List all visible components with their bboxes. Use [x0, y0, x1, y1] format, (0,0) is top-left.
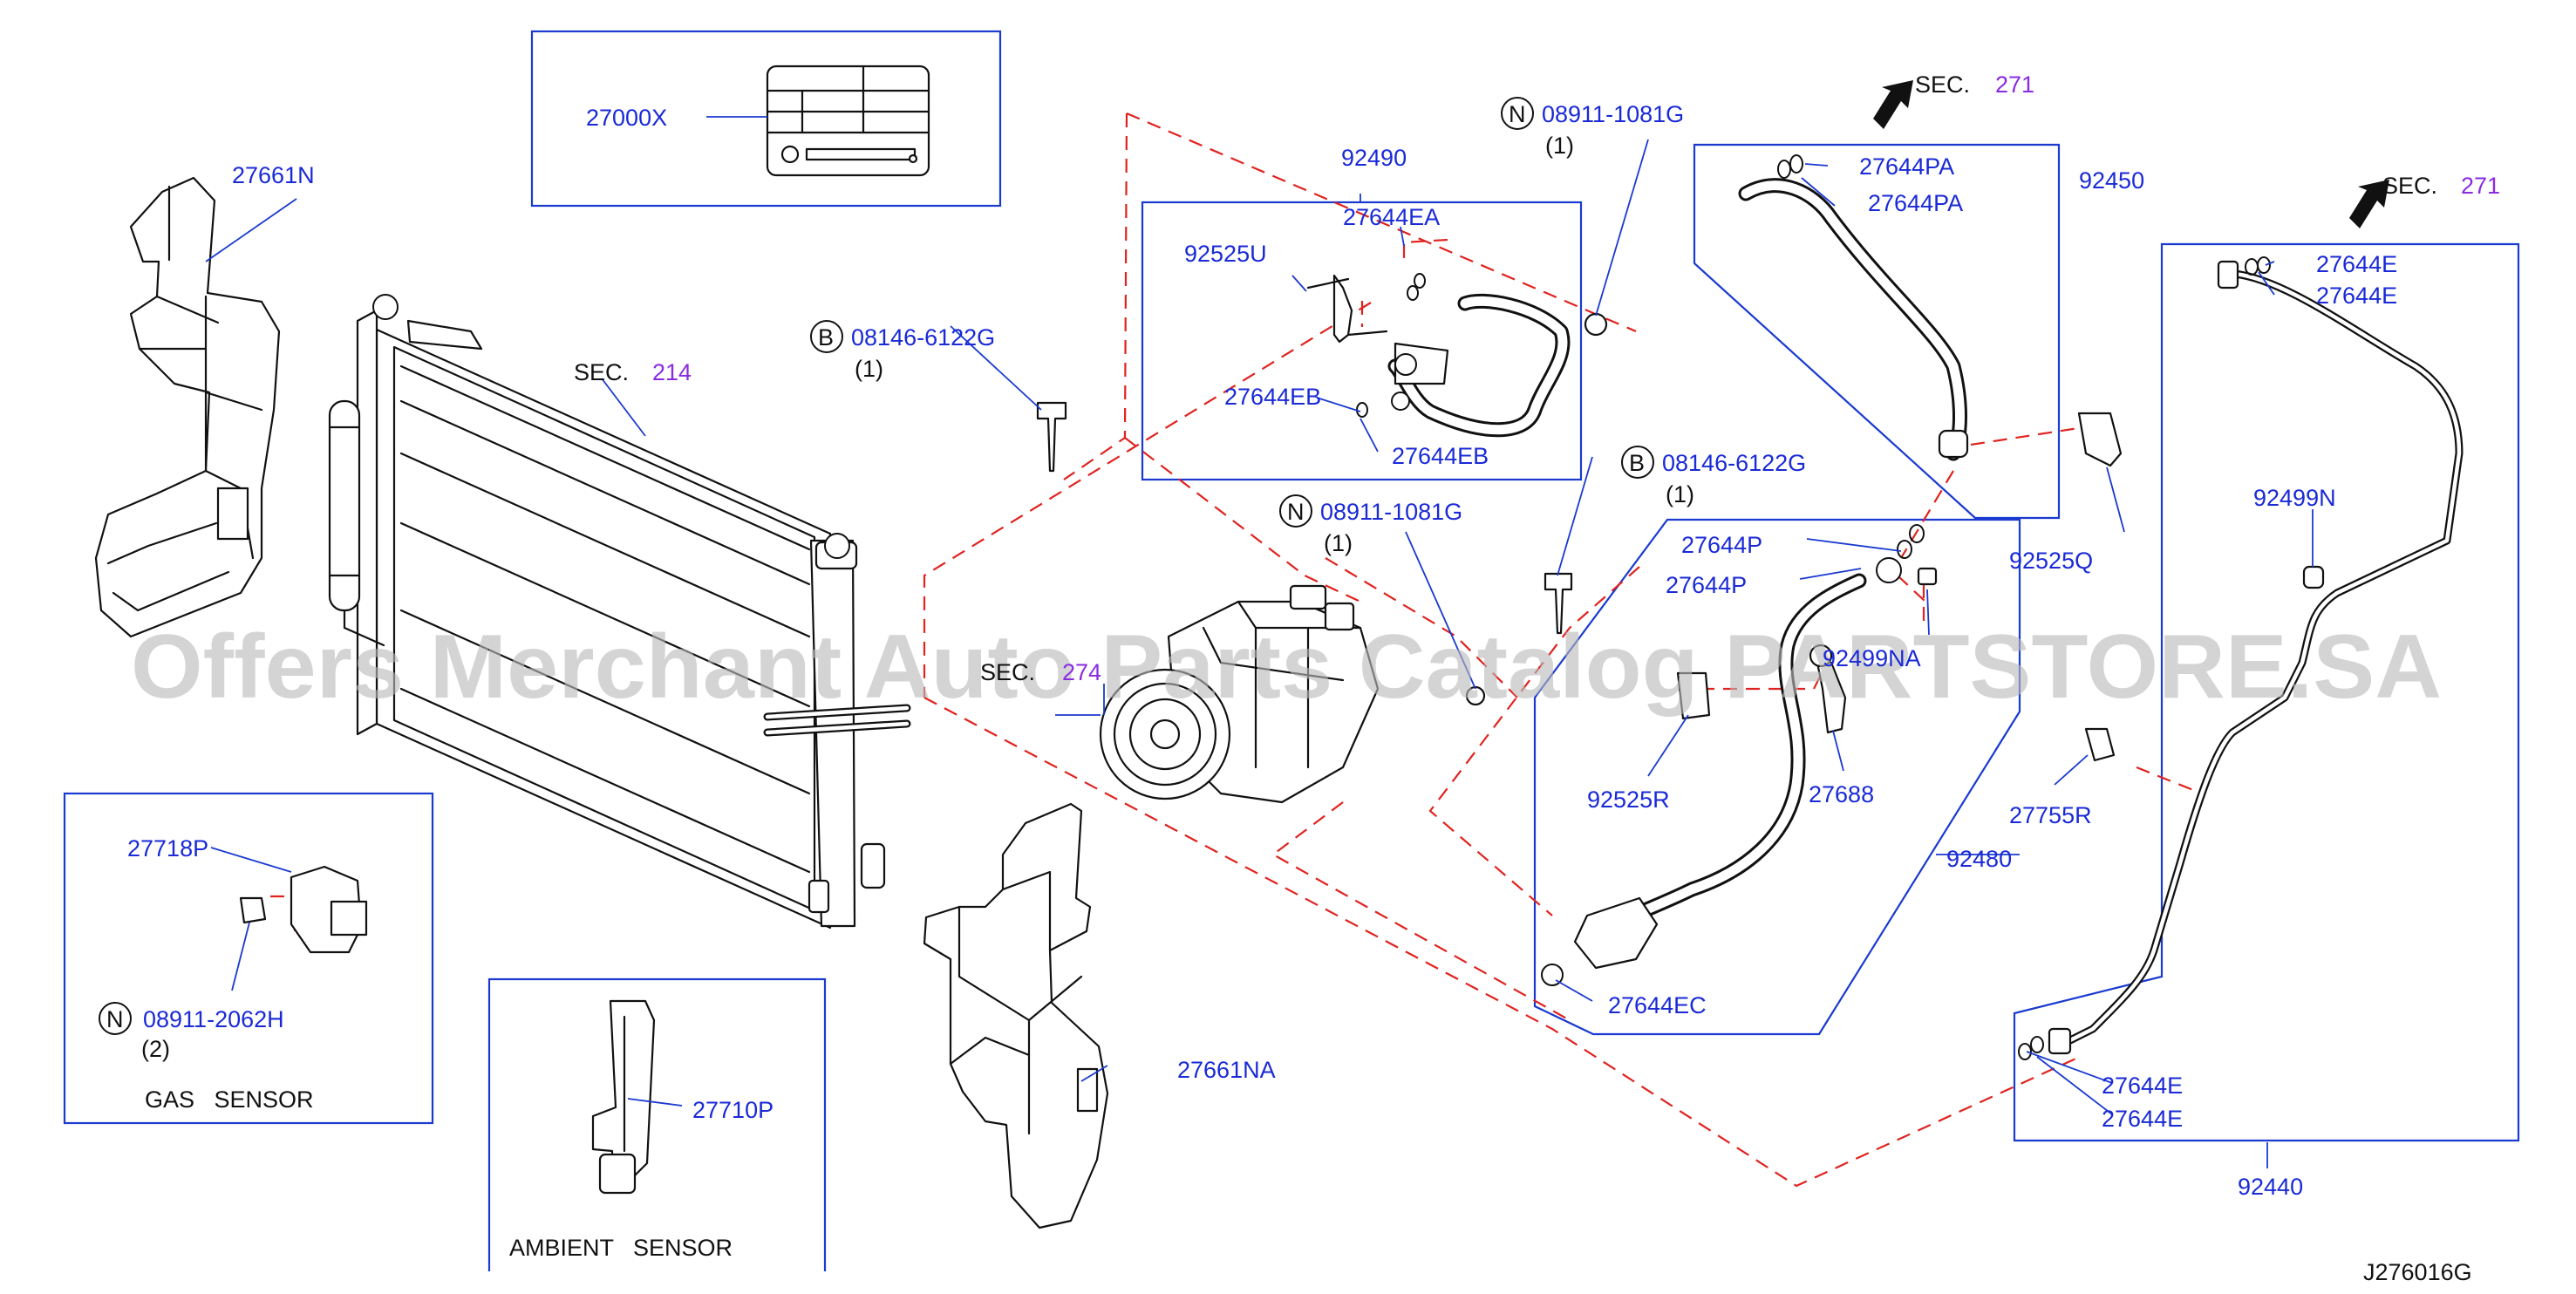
label-92525R: 92525R [1587, 787, 1670, 813]
label-27644P-a: 27644P [1681, 532, 1762, 558]
svg-text:B: B [1629, 450, 1645, 476]
label-27000X: 27000X [586, 105, 667, 131]
label-box [530, 30, 1002, 208]
air-guide-right [923, 802, 1109, 1229]
label-sec-274: 274 [1062, 659, 1101, 685]
label-nut-mid-qty: (1) [1324, 530, 1353, 556]
label-plate [766, 65, 930, 177]
ambient-sensor [591, 999, 656, 1195]
nut-top [1584, 312, 1608, 337]
hose-92480-box [1533, 518, 2021, 1036]
pipe-92440 [2018, 256, 2464, 1060]
svg-text:B: B [818, 324, 834, 351]
label-27644E-b: 27644E [2316, 283, 2397, 309]
label-27644E-d: 27644E [2102, 1106, 2183, 1132]
ambient-sensor-box [487, 977, 827, 1271]
label-27644PA-b: 27644PA [1868, 190, 1963, 216]
bolt-mid [1544, 572, 1573, 635]
label-sec-271-top: 271 [1995, 72, 2034, 98]
badge-nut-gas: N [99, 1002, 132, 1035]
svg-text:N: N [106, 1006, 124, 1032]
label-nut-mid-number: 08911-1081G [1320, 499, 1462, 525]
condenser-assembly [328, 294, 911, 930]
svg-text:N: N [1287, 499, 1305, 525]
label-nut-gas-qty: (2) [141, 1036, 170, 1062]
sec-arrow-top [1873, 80, 1913, 129]
label-92499NA: 92499NA [1823, 645, 1921, 671]
label-92499N: 92499N [2253, 485, 2336, 511]
label-27644EC: 27644EC [1608, 992, 1707, 1018]
label-27644PA-a: 27644PA [1859, 153, 1954, 180]
label-sec-214-prefix: SEC. [574, 359, 629, 385]
watermark: Offers Merchant Auto Parts Catalog PARTS… [131, 616, 2442, 718]
badge-bolt-mid: B [1621, 446, 1654, 479]
hose-92490 [1306, 273, 1571, 438]
label-bolt-mid-number: 08146-6122G [1662, 450, 1806, 476]
clip-92525Q [2077, 412, 2123, 467]
label-nut-top-qty: (1) [1545, 133, 1574, 159]
label-sec-271-right: 271 [2461, 173, 2500, 199]
label-27661N: 27661N [232, 162, 315, 188]
hose-92490-box [1141, 201, 1583, 481]
compressor [1099, 584, 1380, 804]
label-27688: 27688 [1809, 781, 1874, 807]
gas-sensor [239, 865, 368, 954]
label-sec-214: 214 [652, 359, 692, 385]
label-92450: 92450 [2079, 167, 2144, 194]
label-27644EB-b: 27644EB [1392, 443, 1489, 469]
label-92490: 92490 [1341, 145, 1407, 171]
label-92480: 92480 [1946, 846, 2012, 872]
label-sec-274-prefix: SEC. [980, 659, 1035, 685]
label-92525Q: 92525Q [2009, 548, 2093, 574]
gas-sensor-box [63, 792, 434, 1125]
caption-ambient-sensor: AMBIENT SENSOR [509, 1235, 733, 1261]
label-bolt-mid-qty: (1) [1666, 481, 1694, 507]
hose-92480 [1541, 524, 1938, 986]
label-bolt-top-number: 08146-6122G [851, 324, 995, 351]
label-27644EA: 27644EA [1343, 204, 1440, 230]
label-sec-271-top-prefix: SEC. [1915, 72, 1970, 98]
air-guide-left [94, 176, 281, 638]
bolt-top [1036, 401, 1067, 473]
label-27718P: 27718P [127, 835, 208, 862]
label-nut-top-number: 08911-1081G [1542, 101, 1684, 127]
diagram-id: J276016G [2363, 1259, 2472, 1285]
label-bolt-top-qty: (1) [855, 356, 883, 382]
label-nut-gas-number: 08911-2062H [143, 1006, 284, 1032]
pipe-92440-box [2013, 242, 2520, 1142]
label-92440: 92440 [2238, 1174, 2303, 1200]
badge-bolt-top: B [810, 320, 843, 353]
label-27661NA: 27661NA [1177, 1057, 1276, 1083]
label-sec-271-right-prefix: SEC. [2382, 173, 2437, 199]
label-27644E-a: 27644E [2316, 251, 2397, 277]
svg-text:N: N [1509, 101, 1526, 127]
hose-92450 [1738, 154, 1969, 461]
label-27644EB-a: 27644EB [1224, 384, 1321, 410]
label-92525U: 92525U [1184, 241, 1267, 267]
badge-nut-mid: N [1279, 494, 1312, 528]
leader-lines [205, 116, 2314, 1168]
label-27644P-b: 27644P [1666, 572, 1747, 598]
hose-92450-box [1693, 143, 2061, 520]
label-27710P: 27710P [692, 1097, 773, 1123]
badge-nut-top: N [1501, 97, 1534, 130]
label-27755R: 27755R [2009, 802, 2092, 828]
sec-arrow-right [2349, 180, 2389, 228]
caption-gas-sensor: GAS SENSOR [145, 1086, 314, 1113]
clip-27755R [2084, 727, 2116, 762]
label-27644E-c: 27644E [2102, 1073, 2183, 1099]
